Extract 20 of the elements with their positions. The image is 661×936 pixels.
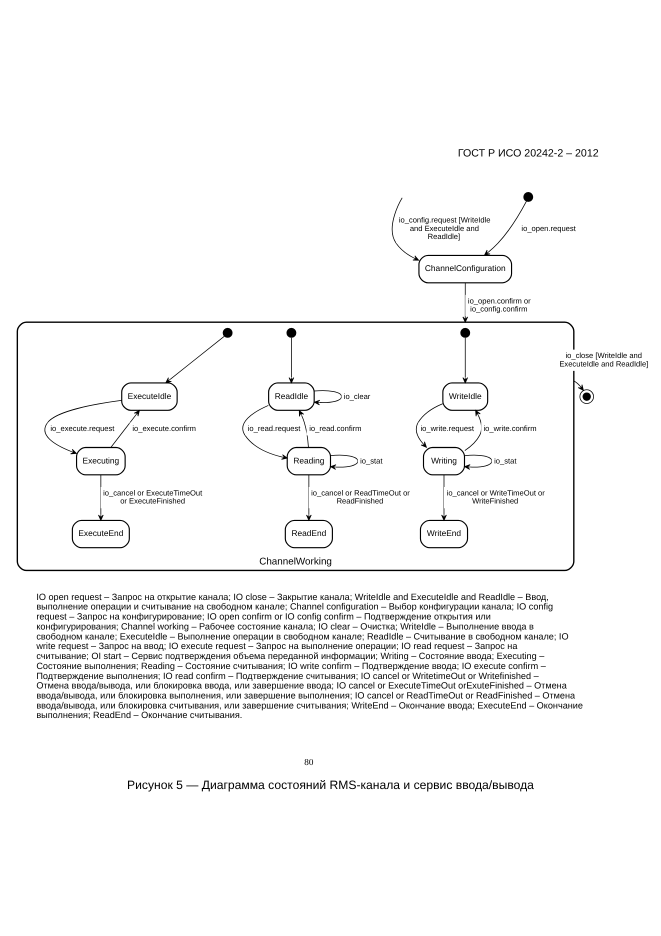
edge-label: io_open.confirm or io_config.confirm <box>468 296 531 314</box>
caption: Рисунок 5 — Диаграмма состояний RMS-канала и сервис ввода/вывода <box>127 778 534 792</box>
label: IO open request – Запрос на открытие канала; IO close – Закрытие канала; WriteIdle and ExecuteIdle and ReadIdle – Ввод, выполнение операции и считывание на свободном канале; Channel configuration – Выбор конфигурации канала; IO config request – Запрос на конфигурирование; IO open confirm or IO config confirm – Подтверждение открытия или конфигурирования; Channel working – Рабочее состояние канала; IO clear – Очистка; WriteIdle – Выполнение ввода в свободном канале; ExecuteIdle – Выполнение операции в свободном канале; ReadIdle – Считывание в свободном канале; IO write request – Запрос на ввод; IO execute request – Запрос на выполнение операции; IO read request – Запрос на считывание; OI start – Сервис подтверждения объема переданной информации; Writing – Состояние ввода; Executing – Состояние выполнения; Reading – Состояние считывания; IO write confirm – Подтверждение ввода; IO execute confirm – Подтверждение выполнения; IO read confirm – Подтверждение считывания; IO cancel or WritetimeOut or Writefinished – Отмена ввода/вывода, или блокировка ввода, или завершение ввода; IO cancel or ExecuteTimeOut orExuteFinished – Отмена ввода/вывода, или блокировка выполнения, или завершение выполнения; IO cancel or ReadTimeOut or ReadFinished – Отмена ввода/вывода, или блокировка считывания, или завершение считывания; WriteEnd – Окончание ввода; ExecuteEnd – Окончание выполнения; ReadEnd – Окончание считывания. <box>36 592 583 720</box>
label: 80 <box>304 756 314 767</box>
edge-label: io_write.confirm <box>483 424 537 434</box>
edge-label: io_execute.confirm <box>132 424 196 434</box>
edge-label: io_execute.request <box>50 424 114 434</box>
edge-label: io_clear <box>344 392 370 401</box>
edge-label: io_write.request <box>420 424 474 434</box>
edge-label: io_stat <box>494 456 516 466</box>
edge-label: io_cancel or ReadTimeOut or ReadFinished <box>311 488 410 506</box>
edge-label: io_cancel or ExecuteTimeOut or ExecuteFinished <box>103 488 202 506</box>
edge-label: io_read.request <box>248 424 300 434</box>
edge-label: io_open.request <box>521 224 576 233</box>
edge-label: io_stat <box>360 456 382 466</box>
edge-label: io_config.request [WriteIdle and ExecuteIdle and ReadIdle] <box>398 215 491 242</box>
edge-label: io_read.confirm <box>309 424 362 434</box>
edge-label: io_close [WriteIdle and ExecuteIdle and ReadIdle] <box>559 350 648 368</box>
edge-label: io_cancel or WriteTimeOut or WriteFinished <box>446 488 545 506</box>
label: ГОСТ Р ИСО 20242-2 – 2012 <box>458 148 599 160</box>
